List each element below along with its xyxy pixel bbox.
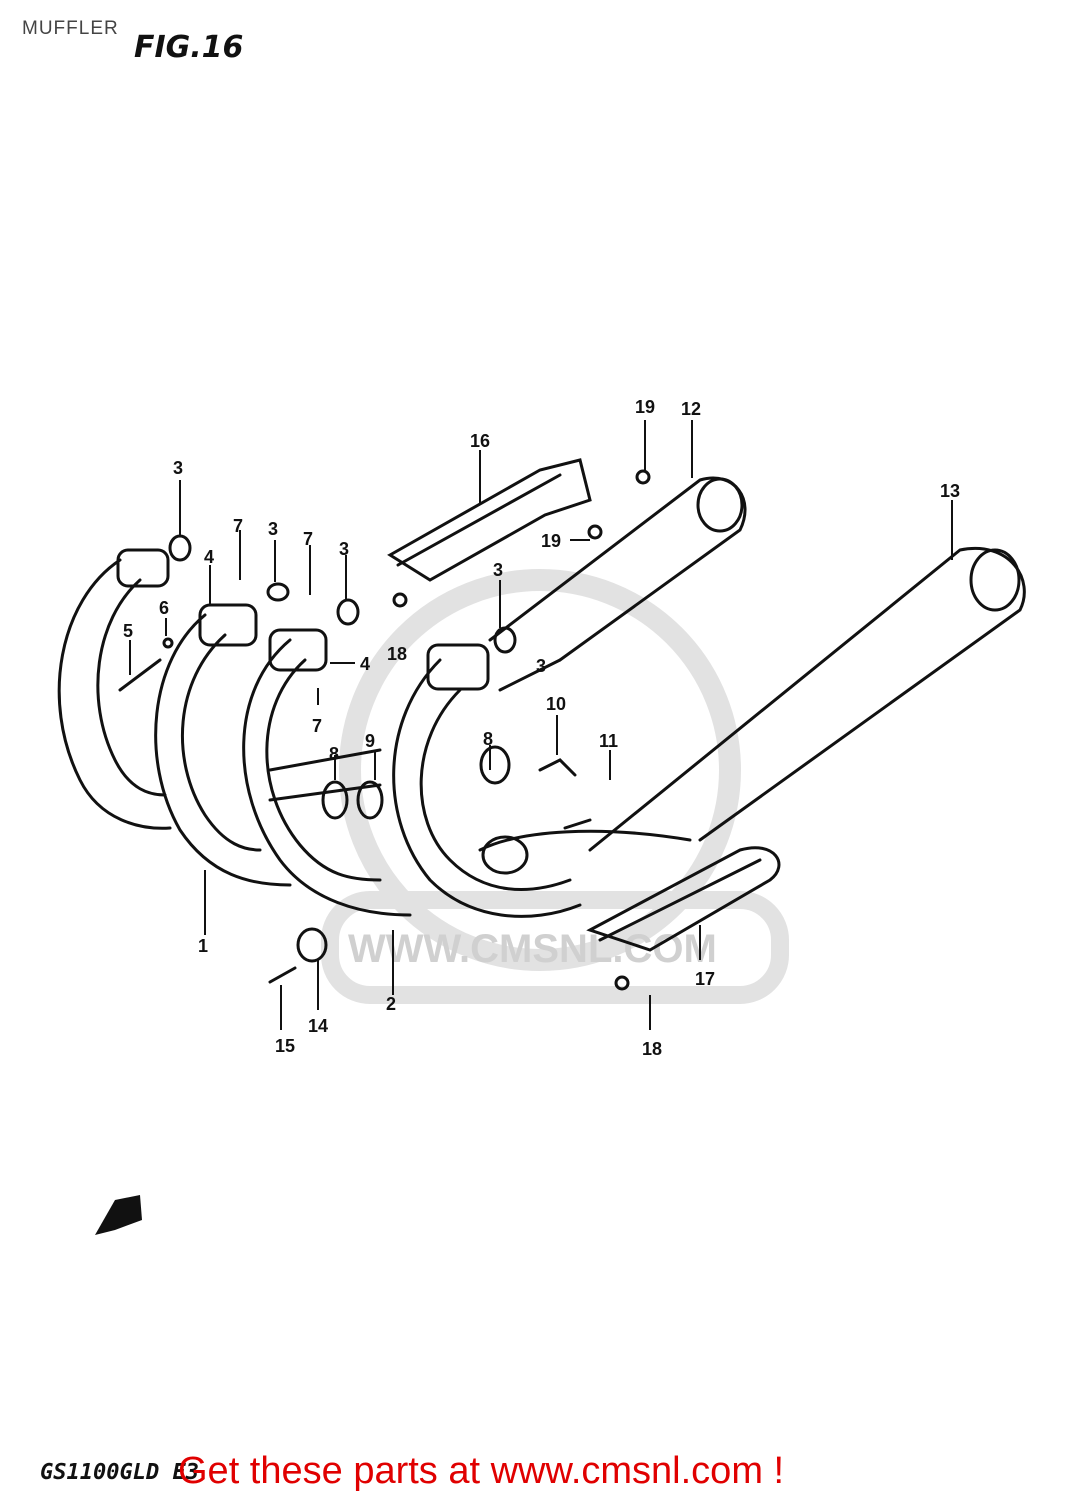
part-label[interactable]: 12 <box>681 399 701 419</box>
part-number-labels: 3 4 7 3 7 3 6 5 4 7 16 19 12 13 3 19 18 … <box>123 397 960 1059</box>
part-label[interactable]: 3 <box>268 519 278 539</box>
watermark-text: WWW.CMSNL.COM <box>348 927 717 971</box>
page-title: MUFFLER <box>22 18 119 39</box>
part-label[interactable]: 6 <box>159 598 169 618</box>
part-label[interactable]: 3 <box>493 560 503 580</box>
part-label[interactable]: 3 <box>173 458 183 478</box>
part-label[interactable]: 7 <box>312 716 322 736</box>
part-label[interactable]: 19 <box>635 397 655 417</box>
part-label[interactable]: 3 <box>339 539 349 559</box>
watermark: WWW.CMSNL.COM <box>321 569 789 1004</box>
exploded-parts-diagram: WWW.CMSNL.COM <box>57 397 1026 1235</box>
part-label[interactable]: 14 <box>308 1016 328 1036</box>
part-label[interactable]: 11 <box>599 731 618 751</box>
part-label[interactable]: 2 <box>386 994 396 1014</box>
part-label[interactable]: 3 <box>536 656 546 676</box>
parts-link[interactable]: Get these parts at www.cmsnl.com ! <box>178 1450 785 1492</box>
part-label[interactable]: 17 <box>695 969 715 989</box>
part-label[interactable]: 1 <box>198 936 208 956</box>
part-label[interactable]: 9 <box>365 731 375 751</box>
part-label[interactable]: 10 <box>546 694 566 714</box>
part-label[interactable]: 5 <box>123 621 133 641</box>
part-label[interactable]: 4 <box>204 547 214 567</box>
figure-label: FIG.16 <box>134 30 244 65</box>
part-label[interactable]: 19 <box>541 531 561 551</box>
part-label[interactable]: 18 <box>387 644 407 664</box>
part-label[interactable]: 8 <box>483 729 493 749</box>
part-label[interactable]: 7 <box>233 516 243 536</box>
leader-lines <box>129 420 953 1030</box>
model-code: GS1100GLD E3 <box>40 1460 199 1485</box>
part-label[interactable]: 7 <box>303 529 313 549</box>
front-arrow-icon <box>95 1195 142 1235</box>
part-label[interactable]: 8 <box>329 744 339 764</box>
part-label[interactable]: 15 <box>275 1036 295 1056</box>
part-label[interactable]: 13 <box>940 481 960 501</box>
exhaust-pipes <box>57 458 1026 991</box>
part-label[interactable]: 18 <box>642 1039 662 1059</box>
part-label[interactable]: 16 <box>470 431 490 451</box>
part-label[interactable]: 4 <box>360 654 370 674</box>
